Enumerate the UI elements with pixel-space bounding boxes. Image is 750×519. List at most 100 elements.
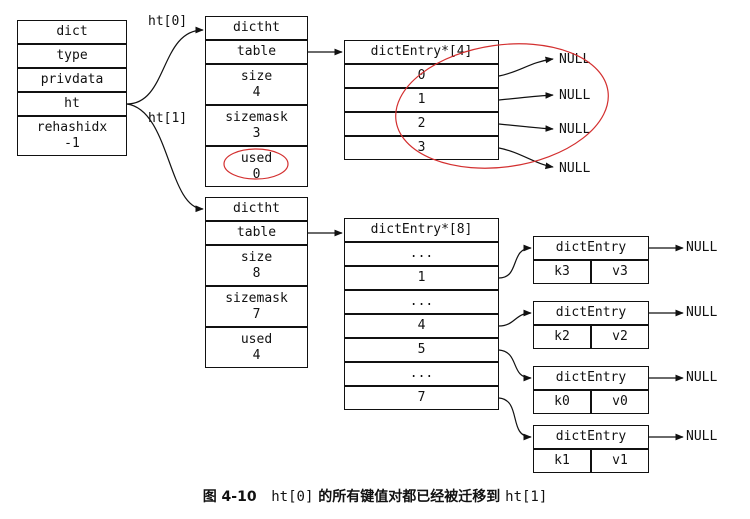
ht0-slot-3: 3 — [344, 136, 499, 160]
ht1-array-header-text: dictEntry*[8] — [370, 222, 473, 237]
ht1-slot-1-text: 1 — [417, 270, 426, 285]
ht0-used-value: 0 — [252, 166, 261, 182]
entry-k2-title: dictEntry — [533, 301, 649, 325]
entry-k1-null: NULL — [686, 429, 718, 444]
dict-ht-field: ht — [17, 92, 127, 116]
caption-code-ht0: ht[0] — [271, 489, 314, 505]
arrow-ht0-slot3-null — [498, 147, 554, 170]
ht0-used-label: used — [240, 150, 273, 166]
entry-k1-value: v1 — [591, 449, 649, 473]
entry-k2-key-text: k2 — [554, 329, 570, 344]
highlight-used-circle — [223, 148, 289, 180]
ht1-slot-2-text: ... — [409, 294, 434, 309]
ht1-slot-0-text: ... — [409, 246, 434, 261]
entry-k2-null: NULL — [686, 305, 718, 320]
ht1-sizemask-value: 7 — [252, 306, 261, 322]
entry-k0-null: NULL — [686, 370, 718, 385]
ht0-slot-3-text: 3 — [417, 140, 426, 155]
figure-caption: 图 4-10 ht[0] 的所有键值对都已经被迁移到 ht[1] — [0, 486, 750, 506]
arrow-ht0-slot1-null — [498, 92, 554, 101]
ht0-size-field: size 4 — [205, 64, 308, 105]
ht0-slot-0-text: 0 — [417, 68, 426, 83]
entry-k0-key-text: k0 — [554, 394, 570, 409]
rehashidx-label: rehashidx — [36, 120, 108, 135]
entry-k0-value-text: v0 — [612, 394, 628, 409]
ht1-slot-1: 1 — [344, 266, 499, 290]
ht0-array-header: dictEntry*[4] — [344, 40, 499, 64]
entry-k1-title: dictEntry — [533, 425, 649, 449]
arrow-ht0-slot0-null — [498, 56, 554, 77]
ht0-slot-1-text: 1 — [417, 92, 426, 107]
ht0-dictht-title: dictht — [205, 16, 308, 40]
entry-k3-key-text: k3 — [554, 264, 570, 279]
ht1-used-value: 4 — [252, 347, 261, 363]
dict-rehashidx-field: rehashidx -1 — [17, 116, 127, 156]
ht1-slot-7-text: 7 — [417, 390, 426, 405]
ht1-used-label: used — [240, 331, 273, 347]
arrow-ht-to-ht1 — [126, 103, 204, 213]
entry-k3-value: v3 — [591, 260, 649, 284]
rehashidx-value: -1 — [64, 136, 80, 151]
entry-k0-key: k0 — [533, 390, 591, 414]
entry-k3-key: k3 — [533, 260, 591, 284]
entry-k0-title-text: dictEntry — [555, 370, 627, 385]
entry-k3-title: dictEntry — [533, 236, 649, 260]
dict-privdata-text: privdata — [40, 72, 104, 87]
entry-k0-title: dictEntry — [533, 366, 649, 390]
ht0-pointer-label: ht[0] — [148, 14, 188, 29]
entry-k3-null: NULL — [686, 240, 718, 255]
ht1-slot-4: 4 — [344, 314, 499, 338]
arrow-slot7-to-k1 — [498, 397, 532, 441]
ht1-slot-5: 5 — [344, 338, 499, 362]
arrow-slot5-to-k0 — [498, 349, 532, 382]
arrow-ht-to-ht0 — [126, 26, 204, 105]
ht1-array-header: dictEntry*[8] — [344, 218, 499, 242]
dict-privdata-field: privdata — [17, 68, 127, 92]
ht1-sizemask-field: sizemask 7 — [205, 286, 308, 327]
ht1-slot-6: ... — [344, 362, 499, 386]
entry-k2-value-text: v2 — [612, 329, 628, 344]
entry-k1-title-text: dictEntry — [555, 429, 627, 444]
arrow-ht0-slot2-null — [498, 123, 554, 132]
ht1-slot-4-text: 4 — [417, 318, 426, 333]
ht1-slot-7: 7 — [344, 386, 499, 410]
entry-k0-value: v0 — [591, 390, 649, 414]
dict-title: dict — [17, 20, 127, 44]
caption-code-ht1: ht[1] — [505, 489, 548, 505]
entry-k1-value-text: v1 — [612, 453, 628, 468]
arrow-slot1-to-k3 — [498, 244, 532, 279]
ht0-size-label: size — [240, 68, 273, 84]
caption-text: 的所有键值对都已经被迁移到 — [318, 489, 501, 505]
ht0-null-1: NULL — [559, 88, 591, 103]
ht1-sizemask-label: sizemask — [225, 290, 288, 306]
ht1-slot-2: ... — [344, 290, 499, 314]
dict-title-text: dict — [56, 24, 88, 39]
entry-k2-value: v2 — [591, 325, 649, 349]
ht1-size-value: 8 — [252, 265, 261, 281]
ht1-size-label: size — [240, 249, 273, 265]
ht0-title-text: dictht — [233, 20, 280, 35]
ht0-size-value: 4 — [252, 84, 261, 100]
ht0-null-0: NULL — [559, 52, 591, 67]
ht1-table-field: table — [205, 221, 308, 245]
ht1-table-text: table — [236, 225, 277, 240]
ht0-used-field: used 0 — [205, 146, 308, 187]
ht1-size-field: size 8 — [205, 245, 308, 286]
dict-type-text: type — [56, 48, 88, 63]
ht0-slot-0: 0 — [344, 64, 499, 88]
ht0-sizemask-field: sizemask 3 — [205, 105, 308, 146]
ht0-sizemask-label: sizemask — [225, 109, 288, 125]
ht1-dictht-title: dictht — [205, 197, 308, 221]
ht1-slot-0: ... — [344, 242, 499, 266]
ht0-slot-1: 1 — [344, 88, 499, 112]
ht1-slot-5-text: 5 — [417, 342, 426, 357]
highlight-array-circle — [395, 43, 609, 169]
dict-ht-text: ht — [64, 96, 80, 111]
ht0-slot-2: 2 — [344, 112, 499, 136]
arrow-slot4-to-k2 — [498, 309, 532, 327]
ht1-used-field: used 4 — [205, 327, 308, 368]
ht0-null-2: NULL — [559, 122, 591, 137]
entry-k2-key: k2 — [533, 325, 591, 349]
